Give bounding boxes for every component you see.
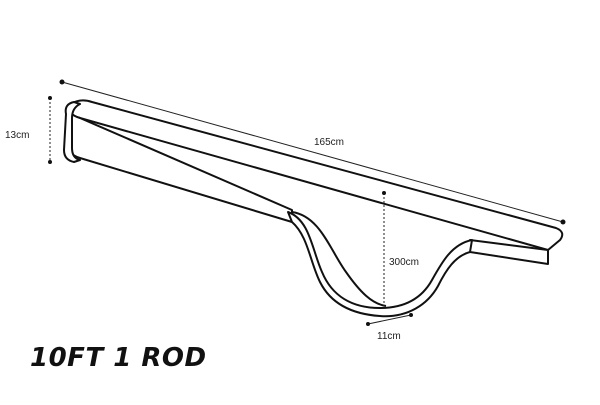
- width-dimension-end-left: [366, 322, 370, 326]
- loop-inner: [291, 211, 387, 307]
- diagram-title: 10FT 1 ROD: [30, 343, 207, 373]
- dimension-length: 165cm: [59, 79, 566, 225]
- dimension-drop: 300cm: [382, 191, 419, 306]
- length-dimension-end-right: [560, 219, 566, 225]
- length-dimension-end-left: [59, 79, 65, 85]
- width-dimension-label: 11cm: [377, 331, 401, 342]
- dimension-height: 13cm: [5, 96, 52, 164]
- height-dimension-end-top: [48, 96, 52, 100]
- width-dimension-line: [367, 314, 412, 325]
- height-dimension-end-bottom: [48, 160, 52, 164]
- length-dimension-line: [61, 81, 564, 223]
- rod-end-cap: [63, 101, 81, 163]
- rod-body: [63, 99, 564, 265]
- hanging-loop: [287, 211, 473, 318]
- dimension-width: 11cm: [366, 313, 413, 342]
- length-dimension-label: 165cm: [314, 137, 344, 148]
- drop-dimension-label: 300cm: [389, 257, 419, 268]
- loop-outer: [287, 211, 473, 318]
- drop-dimension-end-top: [382, 191, 386, 195]
- width-dimension-end-right: [409, 313, 413, 317]
- height-dimension-label: 13cm: [5, 130, 29, 141]
